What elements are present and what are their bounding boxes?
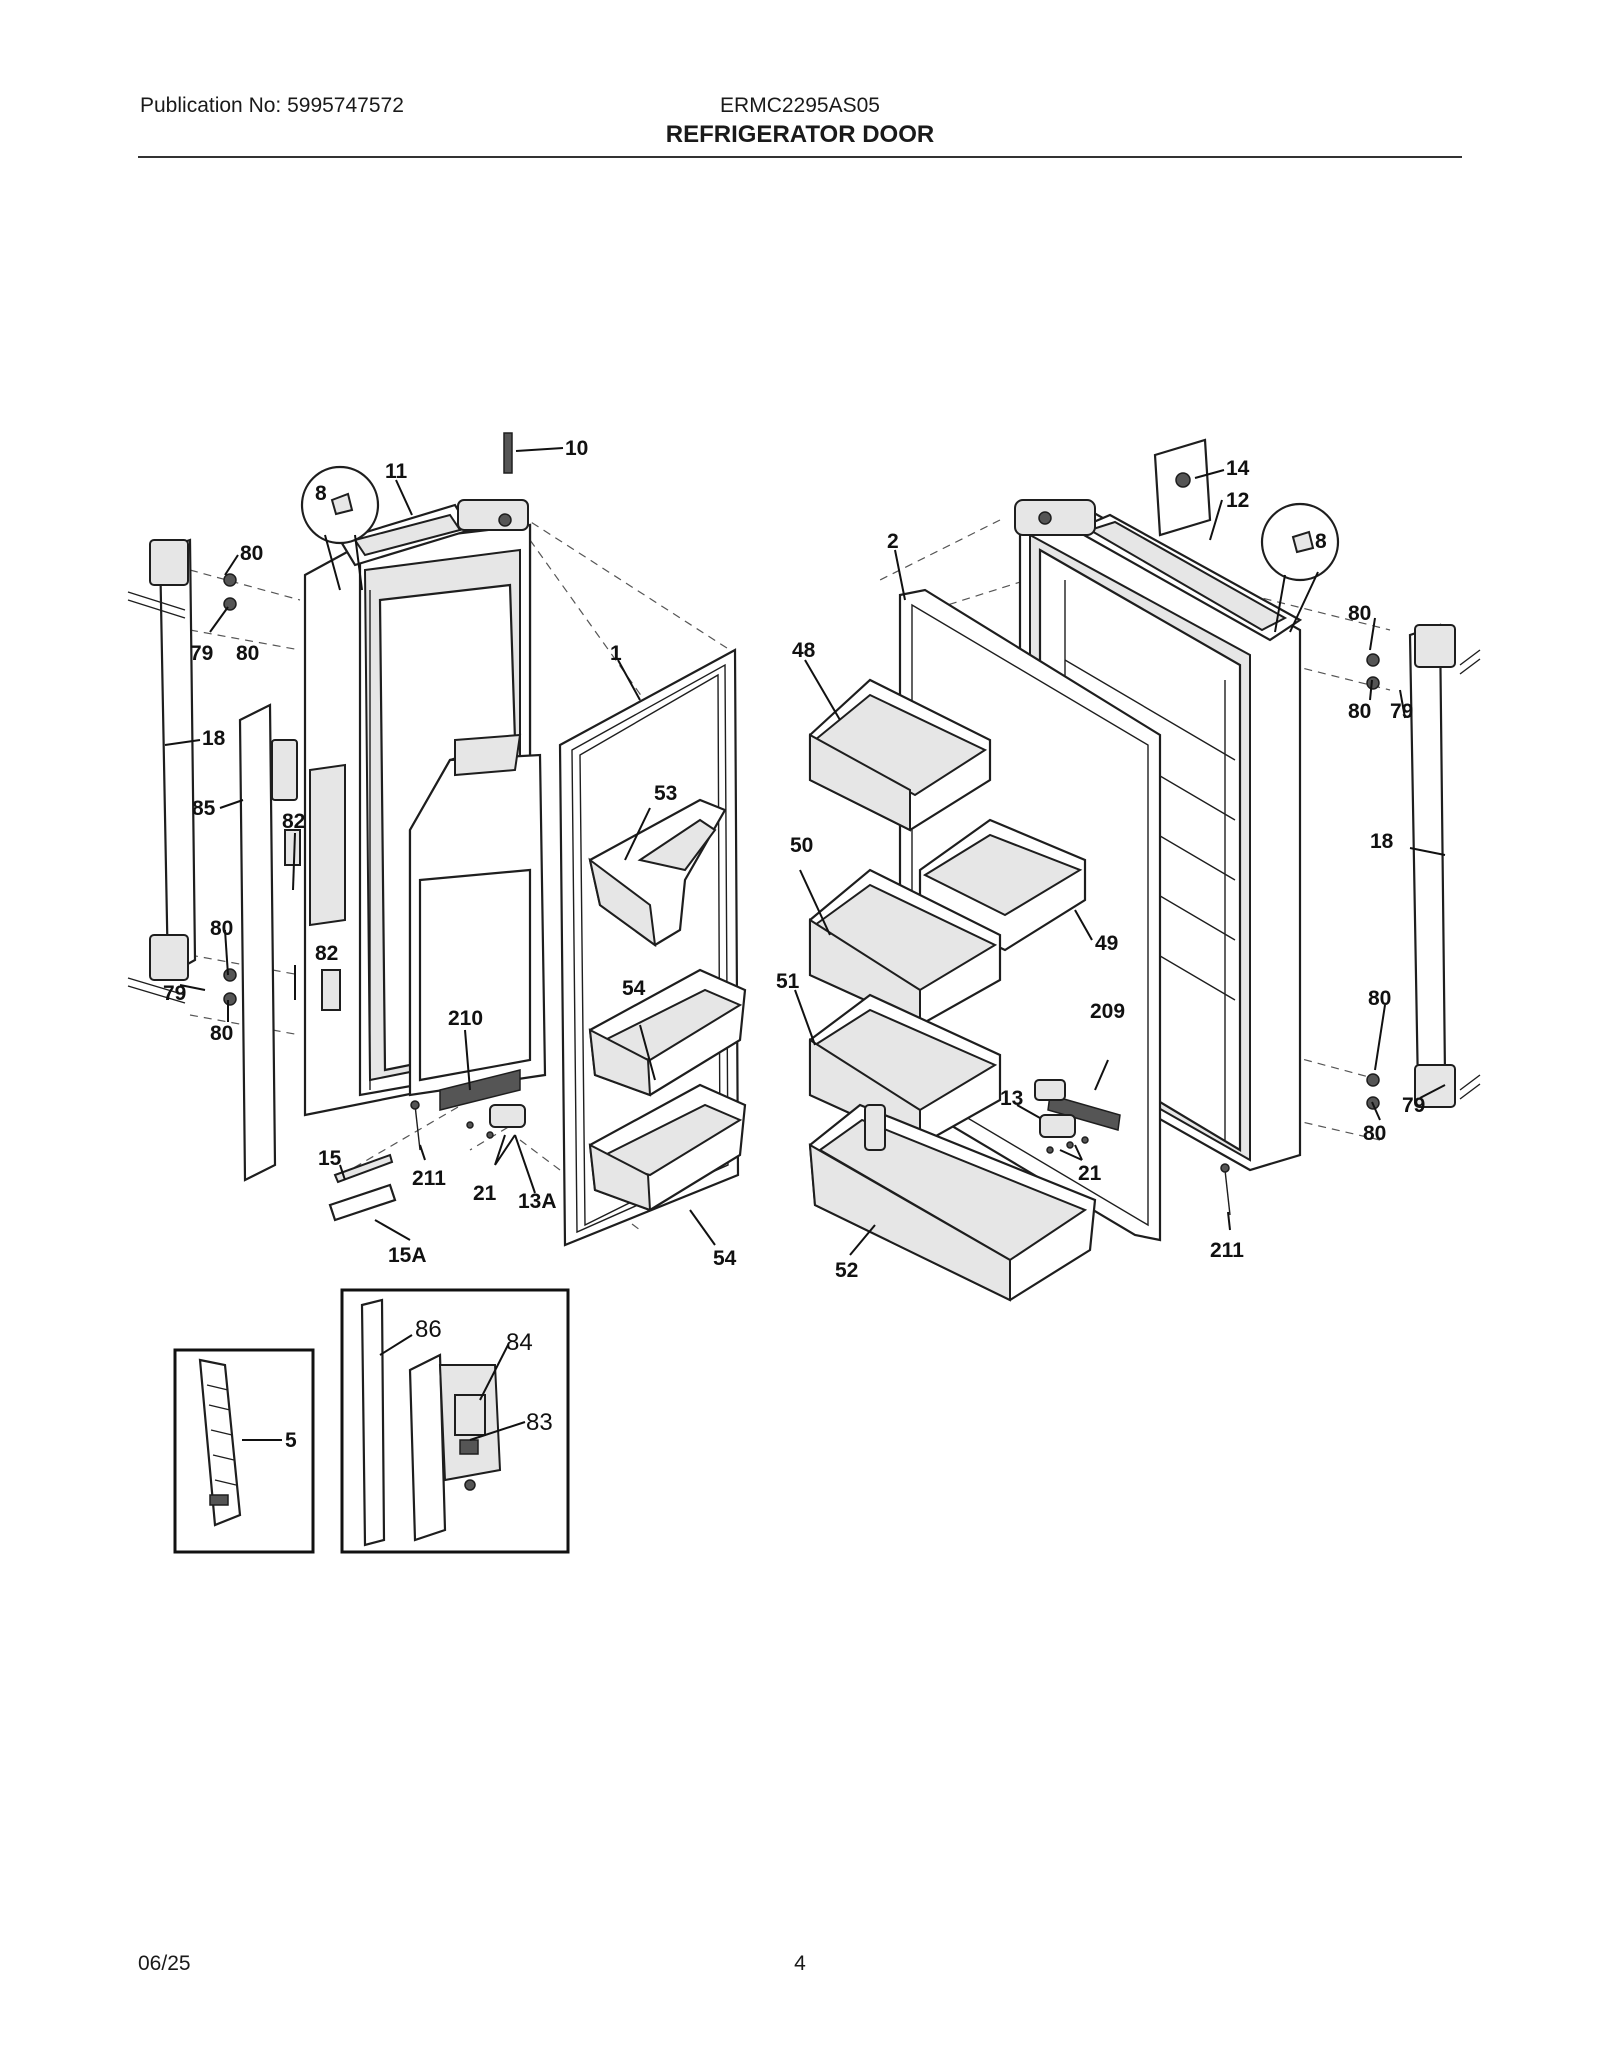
right-door-bin-48: [808, 678, 992, 832]
callout-80-g: 80: [210, 1022, 233, 1045]
page-number: 4: [794, 1952, 806, 1975]
callout-18-left: 18: [202, 727, 226, 750]
callout-54-lower: 54: [713, 1247, 737, 1270]
right-bottom-hardware: [1034, 1079, 1231, 1216]
callout-13: 13: [1000, 1087, 1023, 1110]
callout-82-a: 82: [282, 810, 305, 833]
footer-date: 06/25: [138, 1952, 191, 1975]
callout-79-b: 79: [1390, 700, 1413, 723]
model-number: ERMC2295AS05: [720, 94, 880, 117]
callout-13a: 13A: [518, 1190, 557, 1213]
callout-2: 2: [887, 530, 899, 553]
callout-82-b: 82: [315, 942, 338, 965]
leader-lines: [164, 447, 1446, 1256]
inset-control-panel: 5: [173, 1348, 315, 1554]
right-door-bin-52: [808, 1103, 1097, 1302]
callout-79-d: 79: [1402, 1094, 1425, 1117]
callout-79-a: 79: [190, 642, 213, 665]
left-handle: [127, 538, 237, 1006]
callout-80-f: 80: [1368, 987, 1391, 1010]
inset-dispenser: 86 84 83: [340, 1288, 570, 1554]
callout-15: 15: [318, 1147, 342, 1170]
left-door-assembly: [303, 499, 547, 1117]
detail-circle-left: [300, 465, 380, 591]
callout-5: 5: [285, 1429, 297, 1452]
right-door-bin-50: [808, 868, 1002, 1027]
callout-211-right: 211: [1210, 1239, 1244, 1262]
callout-52: 52: [835, 1259, 858, 1282]
callout-49: 49: [1095, 932, 1118, 955]
callout-210: 210: [448, 1007, 483, 1030]
callout-18-right: 18: [1370, 830, 1394, 853]
callout-21-right: 21: [1078, 1162, 1102, 1185]
callout-50: 50: [790, 834, 813, 857]
right-handle: [1366, 623, 1481, 1110]
callout-83: 83: [526, 1409, 553, 1436]
label-plate-14: [1153, 438, 1212, 537]
callout-1: 1: [610, 642, 622, 665]
callout-86: 86: [415, 1316, 442, 1343]
callout-84: 84: [506, 1329, 533, 1356]
publication-number: Publication No: 5995747572: [140, 94, 404, 117]
callout-80-a: 80: [240, 542, 263, 565]
callout-80-d: 80: [1348, 700, 1371, 723]
callout-48: 48: [792, 639, 816, 662]
callout-21-left: 21: [473, 1182, 497, 1205]
header-rule: [138, 156, 1462, 158]
callout-54-upper: 54: [622, 977, 646, 1000]
callout-15a: 15A: [388, 1244, 427, 1267]
callout-209: 209: [1090, 1000, 1125, 1023]
callout-85: 85: [192, 797, 216, 820]
callout-80-h: 80: [1363, 1122, 1386, 1145]
callout-79-c: 79: [163, 982, 186, 1005]
callout-80-e: 80: [210, 917, 233, 940]
detail-circle-right: [1260, 502, 1340, 633]
filter-cap-10: [503, 432, 513, 474]
hinge-trim-85: [238, 703, 341, 1182]
callout-14: 14: [1226, 457, 1250, 480]
callout-80-c: 80: [1348, 602, 1371, 625]
callout-11: 11: [385, 460, 408, 483]
callout-8-right: 8: [1315, 530, 1327, 553]
left-door-bin-54-lower: [588, 1083, 747, 1212]
callout-12: 12: [1226, 489, 1249, 512]
callout-10: 10: [565, 437, 588, 460]
left-door-bin-53: [588, 798, 727, 948]
left-bottom-hardware: [328, 1069, 526, 1222]
callout-8-left: 8: [315, 482, 327, 505]
callout-51: 51: [776, 970, 800, 993]
callout-211-left: 211: [412, 1167, 446, 1190]
page-title: REFRIGERATOR DOOR: [665, 121, 935, 148]
callout-labels: 10 11 8 14 12 8 2 1 48 80 79 80 80 80 79…: [163, 437, 1425, 1282]
callout-80-b: 80: [236, 642, 259, 665]
left-door-bin-54-upper: [588, 968, 747, 1097]
callout-53: 53: [654, 782, 677, 805]
